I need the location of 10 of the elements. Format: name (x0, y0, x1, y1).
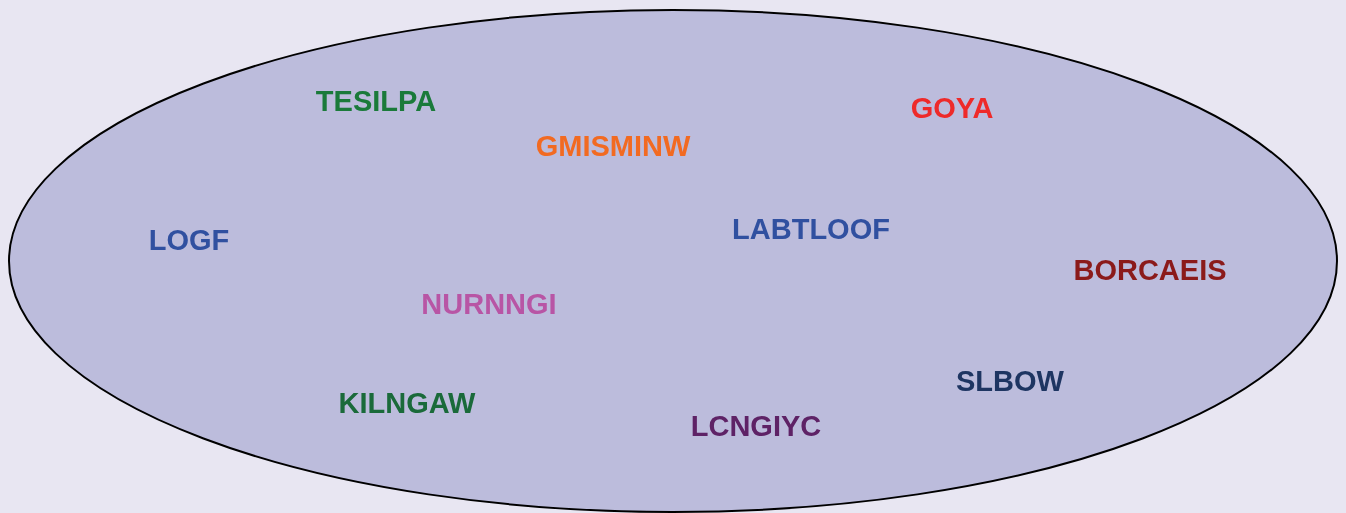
scrambled-word: BORCAEIS (1073, 255, 1227, 285)
scrambled-word: SLBOW (956, 366, 1064, 396)
scrambled-word: NURNNGI (421, 289, 557, 319)
scrambled-word: LABTLOOF (732, 214, 890, 244)
scrambled-word: GOYA (910, 93, 994, 123)
scrambled-word: LOGF (148, 225, 230, 255)
scrambled-word: GMISMINW (535, 131, 691, 161)
scrambled-word: LCNGIYC (690, 411, 822, 441)
scrambled-word: KILNGAW (338, 388, 476, 418)
scrambled-word: TESILPA (315, 86, 437, 116)
